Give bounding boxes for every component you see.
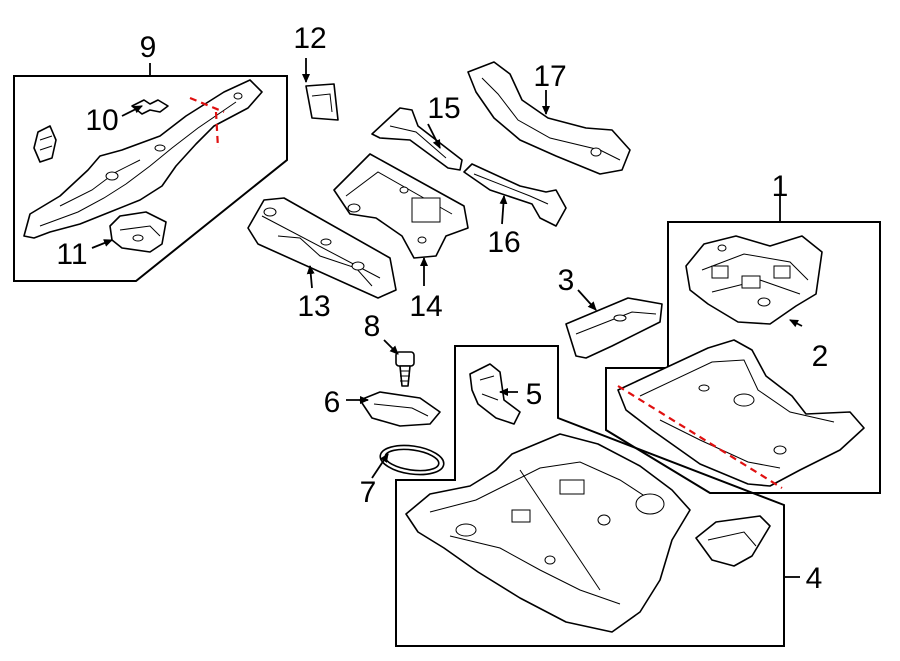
leader-7 (371, 453, 389, 479)
part-17-member[interactable] (467, 61, 631, 175)
callout-12: 12 (293, 22, 326, 55)
part-10-bracket[interactable] (131, 99, 169, 115)
callout-5: 5 (526, 378, 543, 411)
part-9-small-bracket[interactable] (33, 125, 57, 163)
leader-16 (499, 195, 508, 225)
part-14-support[interactable] (333, 153, 469, 259)
callout-1: 1 (772, 170, 789, 203)
part-4-floor-pan[interactable] (405, 433, 691, 633)
part-6-plug[interactable] (359, 391, 441, 427)
callout-8: 8 (364, 310, 381, 343)
group-box-9 (13, 63, 288, 282)
leader-13 (306, 265, 315, 289)
callout-13: 13 (297, 290, 330, 323)
callout-4: 4 (806, 562, 823, 595)
callout-9: 9 (140, 31, 157, 64)
part-4-side-bracket[interactable] (695, 515, 771, 567)
part-2-panel[interactable] (685, 235, 823, 325)
leader-2 (789, 319, 803, 328)
leader-11 (91, 239, 113, 249)
cut-line-9b (214, 111, 220, 149)
group-box-4 (395, 345, 800, 647)
cut-line-1 (617, 385, 783, 489)
callout-10: 10 (85, 104, 118, 137)
part-12-patch[interactable] (305, 83, 339, 121)
part-3-bracket[interactable] (565, 297, 663, 359)
part-15-brace[interactable] (371, 107, 463, 171)
part-13-crossmember[interactable] (247, 197, 397, 299)
callout-17: 17 (533, 60, 566, 93)
leader-3 (577, 289, 597, 311)
leader-10 (121, 105, 143, 117)
part-16-brace[interactable] (463, 163, 567, 227)
leader-8 (383, 339, 399, 355)
callout-16: 16 (487, 226, 520, 259)
callout-6: 6 (324, 386, 341, 419)
part-5-bracket[interactable] (469, 363, 521, 425)
group-box-1 (605, 196, 881, 494)
leader-15 (427, 123, 441, 149)
cut-line-9 (189, 96, 225, 114)
part-11-bracket[interactable] (109, 211, 167, 253)
callout-14: 14 (409, 290, 442, 323)
callout-3: 3 (558, 264, 575, 297)
part-9-rear-rail[interactable] (23, 79, 263, 239)
callout-labels: 1 2 3 4 5 6 7 8 9 10 11 12 13 14 15 16 1… (56, 22, 828, 595)
callout-15: 15 (427, 92, 460, 125)
callout-7: 7 (360, 476, 377, 509)
leader-arrows (91, 58, 803, 479)
callout-2: 2 (812, 340, 829, 373)
part-1-rear-floor[interactable] (617, 339, 865, 487)
part-8-bolt[interactable] (395, 351, 415, 387)
part-7-seal-ring[interactable] (378, 442, 445, 479)
callout-11: 11 (56, 238, 87, 271)
